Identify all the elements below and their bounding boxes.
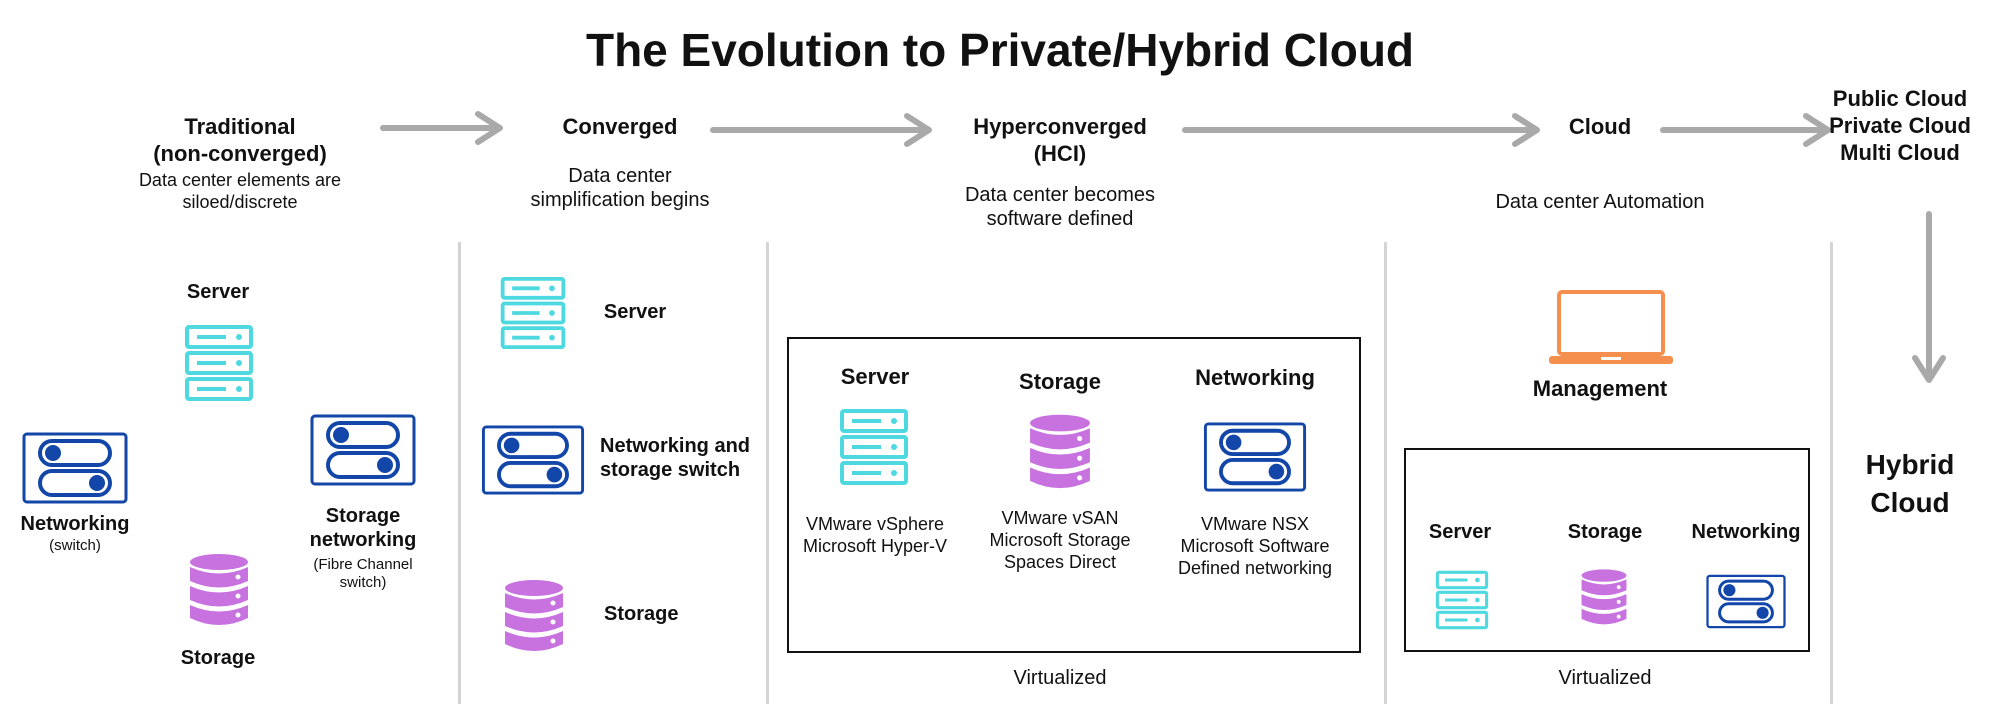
arrow-icon (1660, 113, 1831, 147)
network-switch-icon (22, 432, 128, 504)
column-divider (458, 242, 461, 704)
stage-converged-title: Converged (562, 114, 678, 139)
cloud-networking-label: Networking (1691, 521, 1801, 543)
converged-net-storage-label: Networking and storage switch (600, 435, 751, 482)
column-divider (1830, 242, 1833, 704)
traditional-storage-networking-sub: (Fibre Channel switch) (313, 556, 413, 592)
server-icon (839, 408, 909, 486)
page-title: The Evolution to Private/Hybrid Cloud (585, 24, 1415, 76)
laptop-icon (1549, 290, 1673, 364)
arrow-icon (380, 111, 503, 145)
column-divider (766, 242, 769, 704)
network-switch-icon (1706, 574, 1786, 629)
traditional-networking-sub: (switch) (49, 537, 101, 554)
hci-virtualized-box (787, 337, 1361, 653)
stage-public-title: Public Cloud Private Cloud Multi Cloud (1829, 86, 1971, 165)
stage-hci-title: Hyperconverged (HCI) (973, 114, 1147, 166)
stage-cloud-desc: Data center Automation (1495, 191, 1705, 213)
hci-networking-products: VMware NSX Microsoft Software Defined ne… (1177, 514, 1333, 578)
traditional-networking-label: Networking (20, 513, 130, 535)
server-icon (1435, 570, 1489, 630)
arrow-icon (710, 113, 932, 147)
traditional-server-label: Server (186, 281, 250, 303)
storage-icon (188, 552, 250, 630)
arrow-icon (1912, 211, 1946, 383)
hci-storage-products: VMware vSAN Microsoft Storage Spaces Dir… (989, 508, 1131, 572)
traditional-storage-label: Storage (180, 647, 256, 669)
converged-storage-label: Storage (604, 603, 679, 625)
hci-virtualized-label: Virtualized (1013, 667, 1107, 689)
storage-icon (1028, 412, 1092, 494)
storage-icon (1580, 566, 1628, 630)
network-switch-icon (1203, 422, 1307, 492)
network-switch-icon (481, 425, 585, 495)
storage-icon (503, 578, 565, 656)
hci-server-products: VMware vSphere Microsoft Hyper-V (802, 514, 948, 556)
hci-storage-label: Storage (1019, 369, 1101, 394)
cloud-server-label: Server (1428, 521, 1492, 543)
cloud-storage-label: Storage (1567, 521, 1643, 543)
hybrid-cloud-label: Hybrid Cloud (1865, 449, 1955, 518)
cloud-management-label: Management (1532, 376, 1668, 401)
server-icon (498, 276, 568, 350)
server-icon (184, 324, 254, 402)
traditional-storage-networking-label: Storage networking (309, 505, 417, 552)
stage-hci-desc: Data center becomes software defined (964, 184, 1156, 231)
hci-networking-label: Networking (1195, 365, 1315, 390)
converged-server-label: Server (603, 301, 667, 323)
cloud-virtualized-box (1404, 448, 1810, 652)
column-divider (1384, 242, 1387, 704)
hci-server-label: Server (840, 364, 910, 389)
arrow-icon (1182, 113, 1540, 147)
stage-converged-desc: Data center simplification begins (530, 165, 710, 212)
stage-traditional-desc: Data center elements are siloed/discrete (138, 170, 342, 212)
network-switch-icon (310, 414, 416, 486)
cloud-virtualized-label: Virtualized (1558, 667, 1652, 689)
stage-traditional-title: Traditional (non-converged) (153, 114, 327, 166)
stage-cloud-title: Cloud (1568, 114, 1632, 139)
